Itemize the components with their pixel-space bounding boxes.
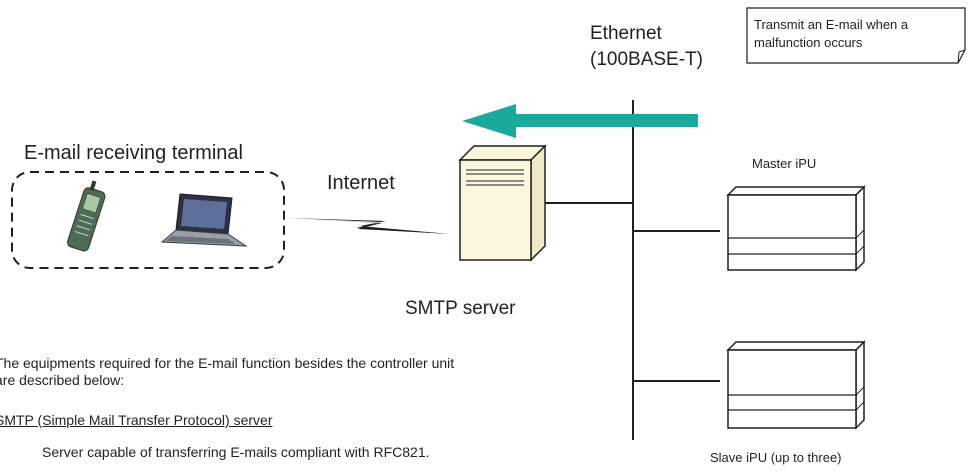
description-line1: The equipments required for the E-mail f… xyxy=(0,355,455,371)
ethernet-spec-label: (100BASE-T) xyxy=(590,49,703,70)
note-text-line2: malfunction occurs xyxy=(754,35,863,50)
server-tower-icon xyxy=(458,144,547,262)
terminal-group-box xyxy=(11,171,285,269)
lightning-link-icon xyxy=(288,218,450,234)
email-terminal-label: E-mail receiving terminal xyxy=(24,142,243,164)
note-text-line1: Transmit an E-mail when a xyxy=(754,17,909,32)
ethernet-label: Ethernet xyxy=(590,23,662,44)
slave-unit-icon xyxy=(726,340,866,430)
smtp-detail: Server capable of transferring E-mails c… xyxy=(42,444,430,460)
note-callout xyxy=(746,7,966,64)
smtp-server-label: SMTP server xyxy=(405,298,516,319)
slave-ipu-label: Slave iPU (up to three) xyxy=(710,450,842,465)
laptop-icon xyxy=(160,193,248,247)
smtp-heading: SMTP (Simple Mail Transfer Protocol) ser… xyxy=(0,412,273,428)
description-line2: are described below: xyxy=(0,372,125,388)
master-ipu-label: Master iPU xyxy=(752,156,817,171)
transmit-arrow-icon xyxy=(462,104,698,138)
internet-label: Internet xyxy=(327,172,395,194)
master-unit-icon xyxy=(726,185,866,272)
mobile-phone-icon xyxy=(67,180,106,252)
